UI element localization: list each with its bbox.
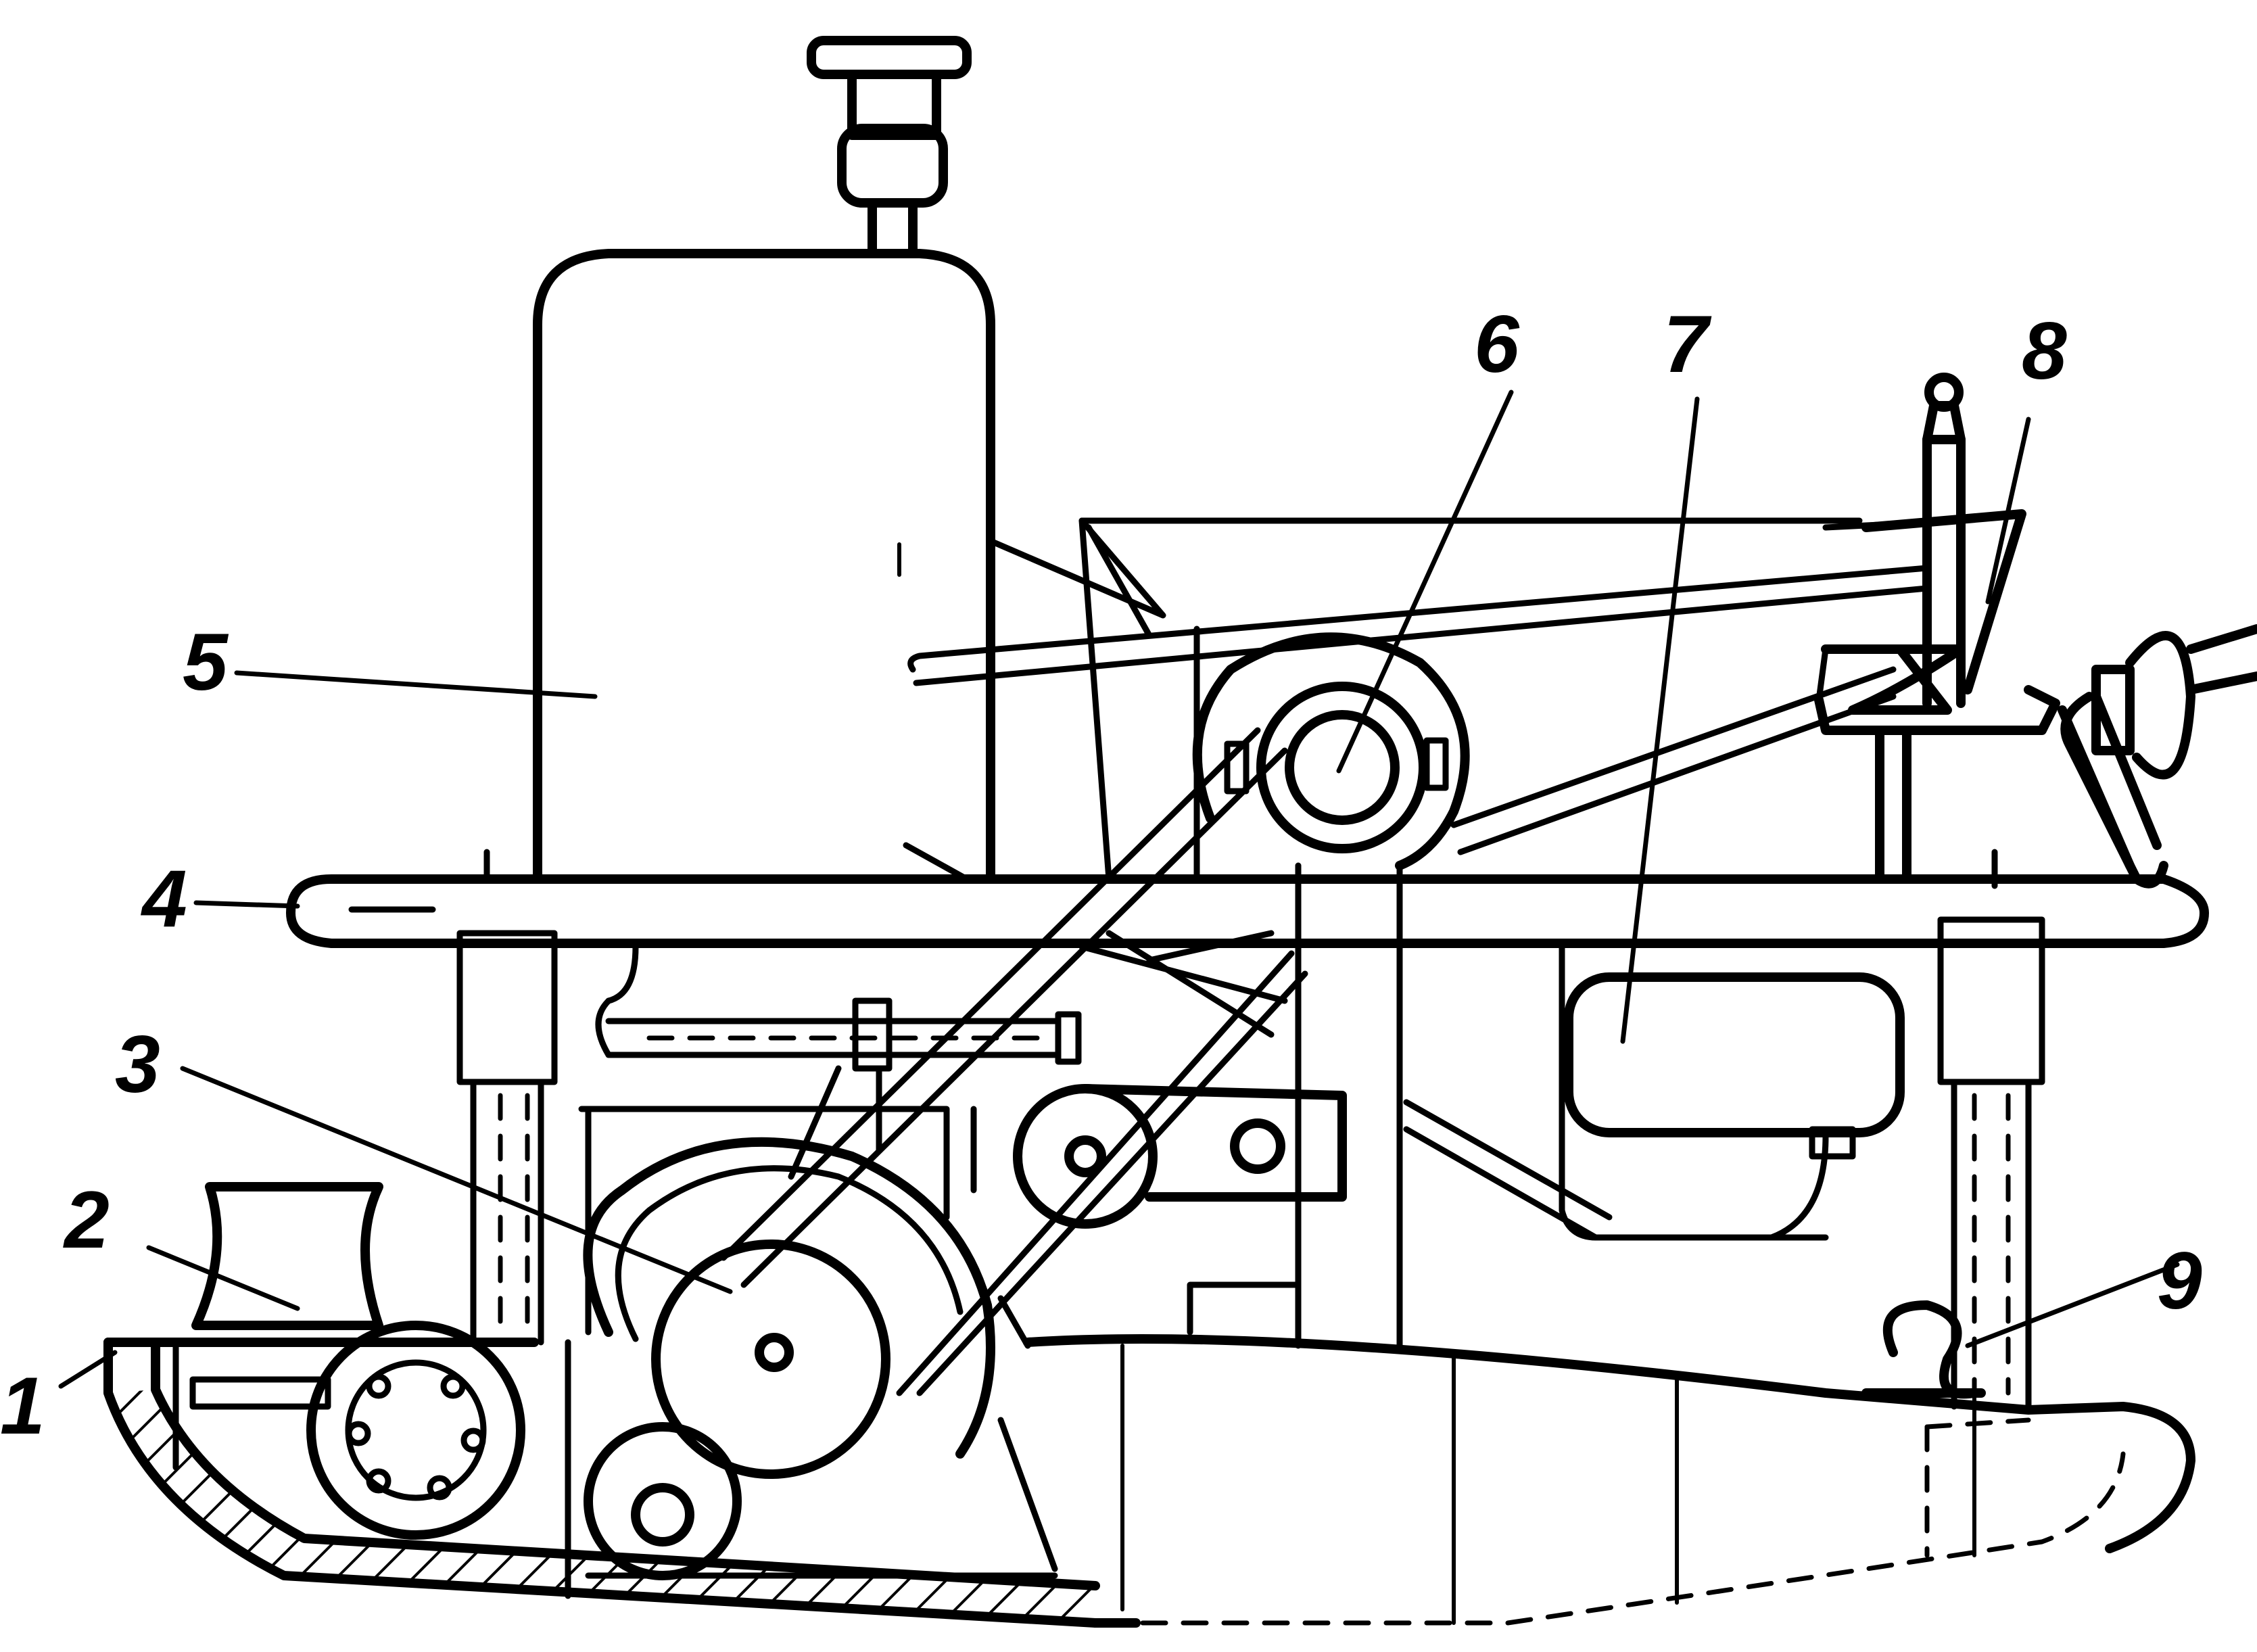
funnel-unit [1814,373,2257,889]
leader-lines [58,390,2180,1389]
callout-7: 7 [1663,299,1712,390]
tensioner-arm [1013,1084,1347,1229]
horizontal-shaft [595,943,1082,1180]
callout-8: 8 [2022,306,2067,396]
callout-4: 4 [141,853,187,944]
callout-6: 6 [1474,299,1520,390]
callout-2: 2 [63,1175,110,1265]
callout-3: 3 [115,1019,160,1110]
callout-1: 1 [0,1361,45,1451]
hook [1861,1300,1986,1399]
reel [172,1182,525,1540]
tank [533,36,995,884]
callout-5: 5 [183,617,229,707]
main-beam [286,874,2209,948]
fuel-box [1403,940,1905,1241]
upper-pulley [1192,632,1897,870]
callout-labels: 1 2 3 4 5 6 7 8 9 [0,299,2202,1451]
sledge-base [103,1334,2195,1628]
callout-9: 9 [2157,1235,2202,1326]
engine-unit [565,1106,1058,1599]
drive-belts [720,727,1308,1396]
